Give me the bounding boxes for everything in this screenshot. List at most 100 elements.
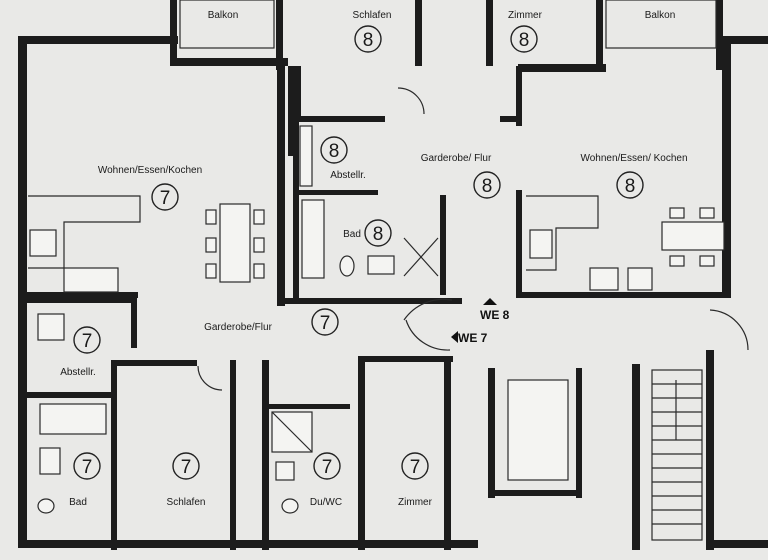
room-labels: Balkon Schlafen Zimmer Balkon Wohnen/Ess…: [60, 10, 687, 508]
wall-shaft-east: [576, 368, 582, 498]
wall-top-right: [596, 0, 603, 70]
badge-bad-top: 8: [364, 219, 392, 247]
svg-text:8: 8: [482, 176, 493, 197]
label-we7: WE 7: [458, 331, 488, 345]
badge-zimmer-bottom: 7: [401, 452, 429, 480]
svg-text:8: 8: [373, 224, 384, 245]
badge-schlafen-top: 8: [354, 25, 382, 53]
unit-badges: 8 8 8 8 8 8 7 7: [73, 25, 644, 480]
door-arc-left-garderobe: [197, 365, 223, 391]
outer-wall-west: [18, 36, 27, 546]
kitchen-left-counter: [28, 195, 141, 269]
outer-wall-north-right-2: [722, 36, 768, 44]
wall-abstell8-west: [293, 122, 299, 300]
label-bad-left: Bad: [69, 497, 87, 508]
badge-wohnen-right: 8: [616, 171, 644, 199]
wall-stair-west: [632, 364, 640, 550]
wall-duwc-top: [262, 404, 350, 409]
wall-garderobe-top-right: [277, 298, 462, 304]
label-bad-top: Bad: [343, 229, 361, 240]
wall-abstell7-south: [27, 392, 117, 398]
label-abstellr-left: Abstellr.: [60, 367, 96, 378]
label-schlafen-bottom: Schlafen: [167, 497, 206, 508]
arrow-up-icon: [483, 298, 497, 305]
wall-shaft-bottom: [488, 490, 582, 496]
door-arc-flur8: [397, 87, 425, 115]
badge-bad-left: 7: [73, 452, 101, 480]
dining-table-left: [219, 203, 251, 283]
svg-text:8: 8: [625, 176, 636, 197]
abstell-left-box: [37, 313, 65, 341]
chair-left-6: [253, 263, 265, 279]
wall-wohnen-south: [18, 292, 138, 298]
svg-text:8: 8: [519, 30, 530, 51]
balkon-left-outline: [179, 0, 275, 49]
kitchen-left-hob: [29, 229, 57, 257]
badge-garderobe-top: 8: [473, 171, 501, 199]
wall-wohnen-east: [277, 66, 285, 306]
wall-abstell7-east: [131, 298, 137, 348]
wall-schlafen-west-b: [111, 360, 117, 550]
badge-abstellr-left: 7: [73, 326, 101, 354]
wall-stair-east: [706, 350, 714, 550]
wall-top-mid-2: [486, 0, 493, 66]
wall-schlafen-top: [117, 360, 197, 366]
badge-schlafen-bottom: 7: [172, 452, 200, 480]
wall-shaft-west: [488, 368, 495, 498]
chair-left-3: [205, 263, 217, 279]
badge-zimmer-top: 8: [510, 25, 538, 53]
fixtures: [28, 0, 749, 541]
label-we8: WE 8: [480, 308, 510, 322]
svg-text:7: 7: [322, 457, 333, 478]
wall-abstell7-top: [27, 298, 137, 303]
chair-right-1: [669, 207, 685, 219]
bathtub-left: [39, 403, 107, 435]
door-arc-we7: [405, 319, 451, 351]
wall-landing-east: [713, 292, 731, 298]
washbasin-left: [39, 447, 61, 475]
kitchen-right-sink: [589, 267, 619, 291]
svg-text:7: 7: [410, 457, 421, 478]
corridor-wall-top: [293, 66, 301, 116]
outer-wall-north-right: [518, 64, 606, 72]
label-wohnen-left: Wohnen/Essen/Kochen: [98, 165, 202, 176]
label-abstellr-top: Abstellr.: [330, 170, 366, 181]
flur-wall-north: [293, 116, 385, 122]
outer-wall-north-left: [18, 36, 178, 44]
washbasin-duwc: [275, 461, 295, 481]
kitchen-right-hob: [529, 229, 553, 259]
washbasin-top: [367, 255, 395, 275]
wall-flur8-east: [516, 190, 522, 298]
elevator-box: [507, 379, 569, 481]
outer-wall-north-left-2: [170, 58, 288, 66]
outer-wall-east: [722, 36, 731, 296]
door-arc-stair: [709, 309, 749, 351]
wall-abstell8-south: [293, 190, 378, 195]
label-duwc: Du/WC: [310, 497, 342, 508]
flur-right-wall: [516, 66, 522, 126]
door-arc-we8: [403, 298, 453, 321]
bathtub-top: [301, 199, 325, 279]
badge-wohnen-left: 7: [151, 183, 179, 211]
shower-top-diag2: [403, 237, 439, 277]
chair-right-3: [669, 255, 685, 267]
chair-left-5: [253, 237, 265, 253]
entrance-labels: WE 8 WE 7: [451, 298, 510, 345]
svg-text:7: 7: [82, 457, 93, 478]
wall-bottom-right: [706, 540, 768, 548]
badge-duwc: 7: [313, 452, 341, 480]
label-schlafen-top: Schlafen: [353, 10, 392, 21]
svg-text:7: 7: [160, 188, 171, 209]
chair-left-2: [205, 237, 217, 253]
wall-schlafen-west: [288, 66, 295, 156]
badge-garderobe-left: 7: [311, 308, 339, 336]
wall-zimmer-east: [444, 356, 451, 550]
chair-left-1: [205, 209, 217, 225]
walls: [18, 0, 768, 550]
svg-text:7: 7: [181, 457, 192, 478]
abstell-top-shelf: [299, 125, 313, 187]
kitchen-right-counter: [526, 195, 599, 271]
svg-text:7: 7: [82, 331, 93, 352]
svg-text:8: 8: [329, 141, 340, 162]
